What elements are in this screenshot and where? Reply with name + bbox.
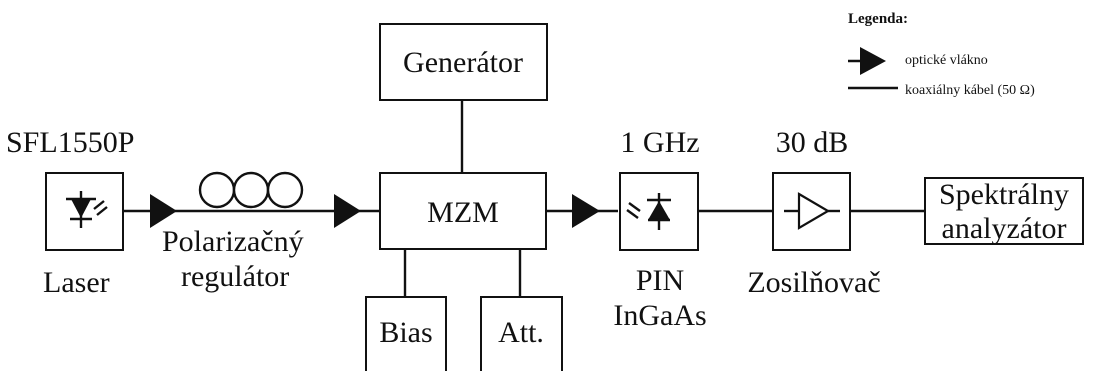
polarizer-label: Polarizačný bbox=[162, 225, 304, 258]
legend-cable-label: koaxiálny kábel (50 Ω) bbox=[905, 83, 1035, 98]
laser-block bbox=[45, 172, 124, 251]
bias-label: Bias bbox=[379, 316, 432, 349]
legend: Legenda: optické vlákno koaxiálny kábel … bbox=[848, 11, 1035, 98]
fiber-arrow-icon bbox=[334, 194, 361, 228]
mzm-block bbox=[379, 172, 547, 250]
analyzer-label: analyzátor bbox=[942, 212, 1067, 245]
photodiode-spec-label: 1 GHz bbox=[620, 126, 699, 159]
amplifier-spec-label: 30 dB bbox=[776, 126, 849, 159]
fiber-arrow-icon bbox=[150, 194, 177, 228]
amplifier-icon bbox=[784, 192, 840, 230]
fiber-legend-icon bbox=[848, 47, 886, 75]
polarization-loops-icon bbox=[198, 171, 304, 209]
mzm-label: MZM bbox=[427, 196, 499, 229]
photodiode-label: PIN bbox=[636, 264, 684, 297]
photodiode-label: InGaAs bbox=[613, 299, 706, 332]
generator-label: Generátor bbox=[403, 46, 523, 79]
laser-diode-icon bbox=[66, 191, 108, 228]
laser-label: Laser bbox=[43, 266, 110, 299]
analyzer-label: Spektrálny bbox=[939, 178, 1069, 211]
fiber-arrow-icon bbox=[572, 194, 600, 228]
amplifier-label: Zosilňovač bbox=[747, 266, 880, 299]
polarizer-label: regulátor bbox=[181, 260, 289, 293]
att-block bbox=[480, 296, 563, 371]
bias-block bbox=[365, 296, 447, 371]
photodiode-icon bbox=[626, 193, 671, 230]
generator-block bbox=[379, 23, 548, 101]
analyzer-block bbox=[924, 177, 1084, 245]
laser-model-label: SFL1550P bbox=[6, 126, 134, 159]
legend-fiber-label: optické vlákno bbox=[905, 53, 988, 68]
att-label: Att. bbox=[498, 316, 544, 349]
legend-title: Legenda: bbox=[848, 11, 908, 27]
